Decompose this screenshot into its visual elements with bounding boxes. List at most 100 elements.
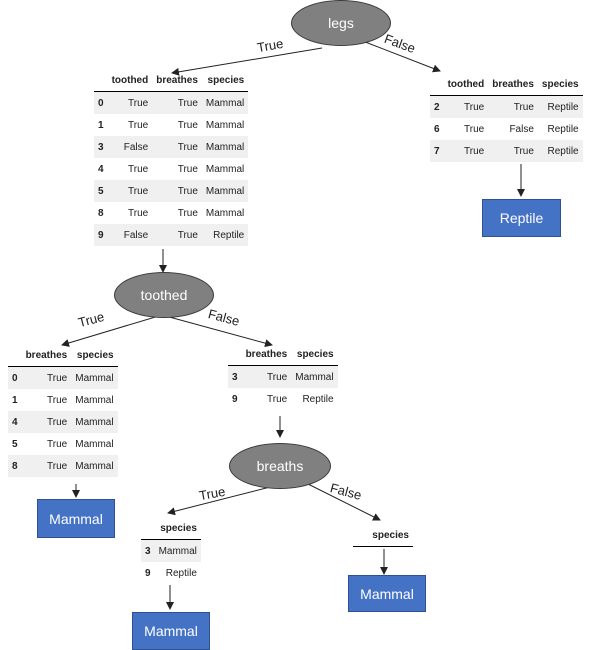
table-cell: Mammal xyxy=(75,394,114,406)
table-cell: Mammal xyxy=(75,438,114,450)
table-cell: True xyxy=(152,224,202,246)
table-cell: Mammal xyxy=(205,163,245,175)
table-row: 5 True Mammal xyxy=(8,433,118,455)
table-cell: True xyxy=(107,91,153,114)
table-cell: Mammal xyxy=(205,207,245,219)
row-index: 9 xyxy=(94,224,108,246)
table-cell: True xyxy=(488,140,538,162)
row-index: 0 xyxy=(94,91,108,114)
leaf-mammal: Mammal xyxy=(37,499,115,538)
table-cell: False xyxy=(107,224,153,246)
table-cell: Reptile xyxy=(165,567,197,579)
table-cell: Mammal xyxy=(201,180,249,202)
table-cell: True xyxy=(21,455,72,477)
edge-legs-true xyxy=(171,47,323,76)
table-cell: Reptile xyxy=(302,393,334,405)
column-header: species xyxy=(154,517,201,540)
table-cell: True xyxy=(47,438,68,450)
column-header: breathes xyxy=(21,344,72,367)
table-cell: True xyxy=(177,163,198,175)
table-cell: True xyxy=(241,365,292,388)
column-header: toothed xyxy=(443,73,489,96)
table-cell: True xyxy=(152,91,202,114)
table-cell: True xyxy=(488,95,538,118)
row-index: 5 xyxy=(12,438,18,450)
table-cell: Mammal xyxy=(154,539,201,562)
table-cell: Reptile xyxy=(547,123,579,135)
data-table-breaths-false: species xyxy=(353,524,413,547)
table-cell: Mammal xyxy=(71,366,118,389)
table-cell: True xyxy=(177,119,198,131)
row-index: 4 xyxy=(98,163,104,175)
table-cell: True xyxy=(177,207,198,219)
table-row: 4 True True Mammal xyxy=(94,158,248,180)
row-index: 3 xyxy=(228,365,242,388)
edge-toothed-false xyxy=(161,314,273,348)
row-index: 9 xyxy=(145,567,151,579)
row-index: 3 xyxy=(141,539,155,562)
table-cell: Mammal xyxy=(71,455,118,477)
column-header: species xyxy=(291,343,338,366)
table-cell: True xyxy=(443,95,489,118)
table-cell: True xyxy=(443,140,489,162)
table-row: 9 True Reptile xyxy=(228,388,338,410)
table-cell: True xyxy=(464,123,485,135)
table-cell: Mammal xyxy=(201,91,249,114)
row-index: 1 xyxy=(98,119,104,131)
column-header: species xyxy=(362,524,413,547)
leaf-mammal: Mammal xyxy=(348,575,426,612)
column-header: species xyxy=(201,69,249,92)
table-cell: Mammal xyxy=(205,119,245,131)
table-cell: False xyxy=(107,136,153,158)
leaf-reptile: Reptile xyxy=(482,199,561,237)
node-legs: legs xyxy=(291,0,391,46)
table-cell: True xyxy=(21,366,72,389)
edge-legs-false xyxy=(359,39,441,73)
table-cell: True xyxy=(267,393,288,405)
edge-toothed-true xyxy=(61,314,163,347)
table-cell: Mammal xyxy=(201,136,249,158)
table-cell: True xyxy=(152,180,202,202)
table-cell: True xyxy=(21,411,72,433)
row-index: 9 xyxy=(232,393,238,405)
column-header: species xyxy=(71,344,118,367)
table-cell: True xyxy=(152,136,202,158)
column-header: breathes xyxy=(488,73,538,96)
row-index: 8 xyxy=(98,207,104,219)
row-index: 8 xyxy=(8,455,22,477)
table-cell: True xyxy=(47,394,68,406)
row-index: 5 xyxy=(94,180,108,202)
table-cell: Mammal xyxy=(71,411,118,433)
table-cell: Reptile xyxy=(537,140,583,162)
table-header-row: species xyxy=(141,517,201,540)
table-row: 9 Reptile xyxy=(141,562,201,584)
table-cell: True xyxy=(128,163,149,175)
row-index: 2 xyxy=(430,95,444,118)
row-index: 6 xyxy=(434,123,440,135)
row-index: 4 xyxy=(8,411,22,433)
edge-breaths-false xyxy=(299,479,381,521)
node-breaths: breaths xyxy=(229,443,331,489)
table-header-row: species xyxy=(353,524,413,547)
